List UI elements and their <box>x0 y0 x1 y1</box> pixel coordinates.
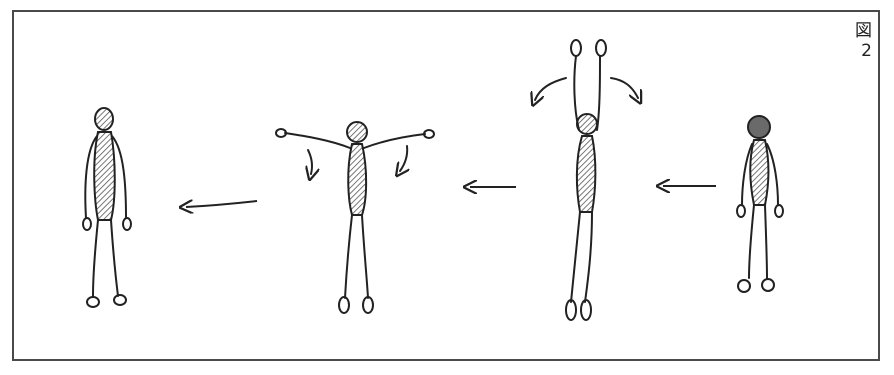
left-arm <box>285 133 350 148</box>
head-icon <box>577 114 597 134</box>
arm-down-arrow-left <box>308 150 312 174</box>
arrow-left-1 <box>186 201 257 207</box>
figure-person-final <box>83 108 131 307</box>
figure-label-number: 2 <box>861 42 872 60</box>
legs <box>93 220 118 296</box>
legs <box>749 205 767 278</box>
legs <box>345 215 368 298</box>
figure-person-arms-out <box>276 122 434 313</box>
figure-border <box>13 11 879 360</box>
arm-swing-arrow-left <box>535 78 566 100</box>
head-icon <box>347 122 367 142</box>
right-arm <box>597 56 600 130</box>
arm-swing-arrow-right <box>611 78 638 98</box>
torso <box>577 136 596 212</box>
right-arm <box>364 134 425 148</box>
figure-person-start <box>737 116 783 292</box>
head-icon <box>748 116 770 138</box>
head-icon <box>95 108 113 130</box>
figure-person-arms-up <box>535 40 638 320</box>
torso <box>348 144 366 215</box>
legs <box>571 212 592 302</box>
torso <box>750 140 768 205</box>
figure-label-kanji: 図 <box>855 22 872 40</box>
torso <box>94 132 115 220</box>
arm-down-arrow-right <box>400 146 407 171</box>
